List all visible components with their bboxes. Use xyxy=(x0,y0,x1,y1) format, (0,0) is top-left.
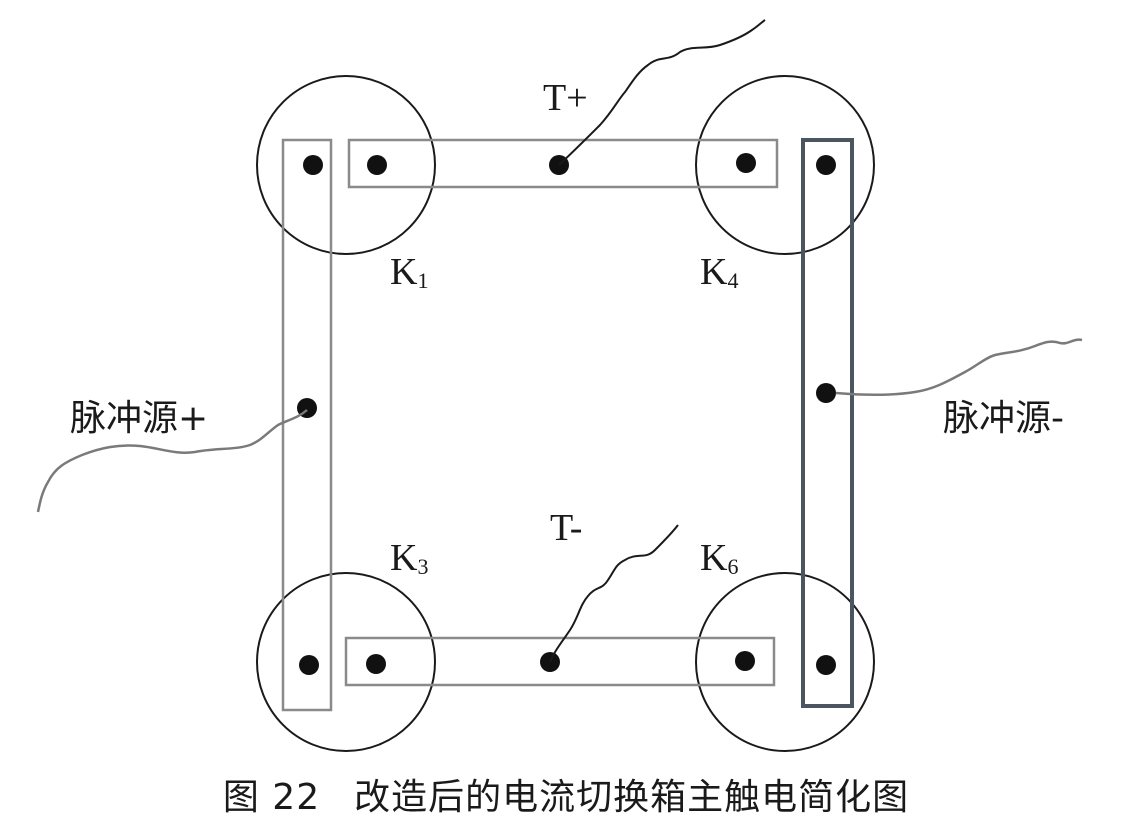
contact-circle-k4 xyxy=(695,75,875,255)
label-k6: K6 xyxy=(700,537,738,579)
label-k4: K4 xyxy=(700,251,738,293)
wire-t-minus xyxy=(549,524,679,663)
terminal-dot-k3-right xyxy=(366,654,386,674)
left-bar-pulse-plus xyxy=(281,138,333,712)
label-t-plus: T+ xyxy=(543,77,588,119)
label-t-minus: T- xyxy=(550,507,582,549)
terminal-dot-k3-left xyxy=(299,655,319,675)
wire-pulse-plus xyxy=(36,409,308,513)
bottom-bar-t-minus xyxy=(344,636,776,687)
terminal-dot-k4-right xyxy=(816,155,836,175)
terminal-dot-k6-left xyxy=(735,651,755,671)
terminal-dot-k4-left xyxy=(736,153,756,173)
label-pulse-minus: 脉冲源- xyxy=(943,398,1064,439)
wire-pulse-minus xyxy=(835,338,1083,396)
wire-t-plus xyxy=(558,19,766,166)
contact-circle-k3 xyxy=(256,572,436,752)
top-bar-t-plus xyxy=(347,138,779,189)
terminal-dot-k1-right xyxy=(367,155,387,175)
label-pulse-plus: 脉冲源+ xyxy=(70,398,208,439)
terminal-dot-pulse-minus xyxy=(816,383,836,403)
terminal-dot-k6-right xyxy=(816,655,836,675)
figure-number: 图 22 xyxy=(222,777,321,818)
terminal-dot-k1-left xyxy=(303,155,323,175)
label-k3: K3 xyxy=(390,537,428,579)
figure-caption: 图 22 改造后的电流切换箱主触电简化图 xyxy=(0,768,1132,820)
figure-title: 改造后的电流切换箱主触电简化图 xyxy=(354,777,910,818)
contact-circle-k6 xyxy=(695,572,875,752)
contact-circle-k1 xyxy=(256,75,436,255)
label-k1: K1 xyxy=(390,251,428,293)
right-bar-pulse-minus xyxy=(801,138,854,708)
